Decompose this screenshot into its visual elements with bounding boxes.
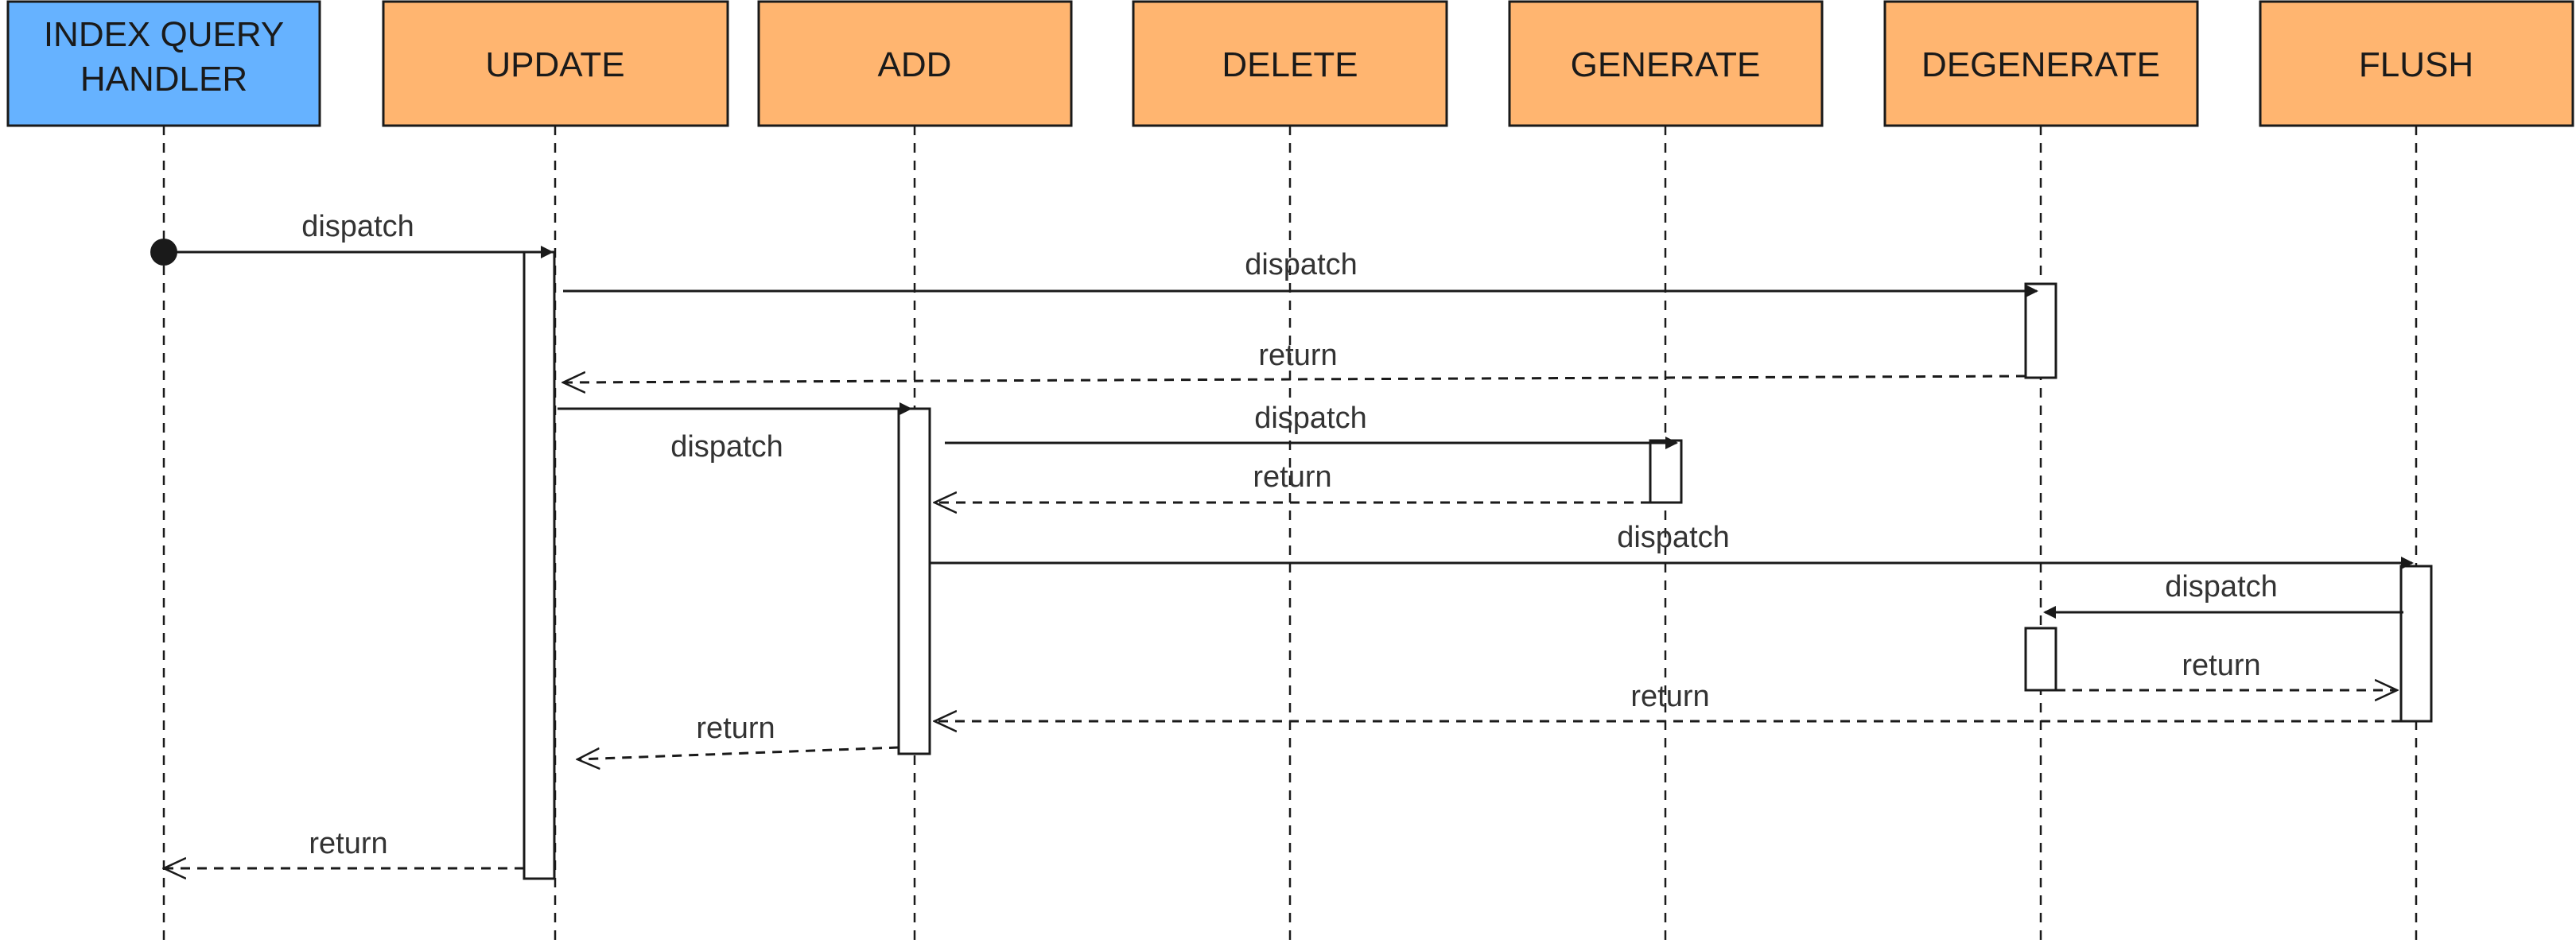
message-10: return [934, 680, 2401, 721]
participant-box-degenerate [1883, 0, 2199, 127]
message-label: dispatch [2165, 570, 2278, 604]
message-7: dispatch [930, 521, 2414, 569]
participant-box-flush [2259, 0, 2574, 127]
activation-degenerate [2024, 627, 2057, 692]
participant-generate: GENERATE [1508, 0, 1824, 948]
message-label: return [2182, 649, 2260, 682]
message-label: dispatch [1245, 248, 1358, 281]
activation-generate [1649, 439, 1683, 504]
participant-label-handler: INDEX QUERY [44, 15, 284, 54]
message-6: return [934, 460, 1650, 503]
message-2: dispatch [563, 248, 2038, 297]
activation-flush [2399, 565, 2433, 723]
participant-label-delete: DELETE [1222, 45, 1358, 84]
activation-add [897, 407, 931, 755]
participant-label-handler: HANDLER [80, 60, 247, 99]
message-12: return [164, 827, 524, 868]
participant-label-add: ADD [878, 45, 952, 84]
message-5: dispatch [945, 402, 1678, 449]
participant-flush: FLUSH [2259, 0, 2574, 948]
participant-box-delete [1132, 0, 1448, 127]
message-label: return [1253, 460, 1331, 494]
activations [523, 250, 2433, 880]
participant-label-generate: GENERATE [1571, 45, 1761, 84]
message-11: return [577, 712, 899, 759]
participant-degenerate: DEGENERATE [1883, 0, 2199, 948]
message-label: return [1258, 339, 1337, 372]
message-label: return [696, 712, 775, 745]
participant-label-update: UPDATE [485, 45, 624, 84]
message-4: dispatch [558, 402, 912, 464]
participant-label-degenerate: DEGENERATE [1921, 45, 2160, 84]
message-9: return [2056, 649, 2397, 690]
messages: dispatch dispatch return dispatch dispat… [150, 210, 2414, 868]
participant-label-flush: FLUSH [2359, 45, 2473, 84]
participant-add: ADD [757, 0, 1073, 948]
message-label: dispatch [1617, 521, 1730, 554]
message-arrow [577, 746, 899, 759]
participant-box-handler [6, 0, 321, 127]
message-arrow [563, 376, 2026, 382]
message-label: dispatch [301, 210, 414, 243]
participant-delete: DELETE [1132, 0, 1448, 948]
participants: INDEX QUERY HANDLER UPDATE ADD DELETE GE… [6, 0, 2574, 948]
participant-box-update [382, 0, 729, 127]
activation-degenerate [2024, 282, 2057, 379]
participant-update: UPDATE [382, 0, 729, 948]
participant-box-generate [1508, 0, 1824, 127]
message-label: dispatch [670, 430, 783, 464]
participant-box-add [757, 0, 1073, 127]
message-label: dispatch [1254, 402, 1367, 435]
message-8: dispatch [2043, 570, 2403, 619]
message-label: return [309, 827, 387, 860]
activation-update [523, 250, 556, 880]
message-label: return [1630, 680, 1709, 713]
message-3: return [563, 339, 2026, 382]
message-1: dispatch [150, 210, 554, 266]
participant-handler: INDEX QUERY HANDLER [6, 0, 321, 948]
